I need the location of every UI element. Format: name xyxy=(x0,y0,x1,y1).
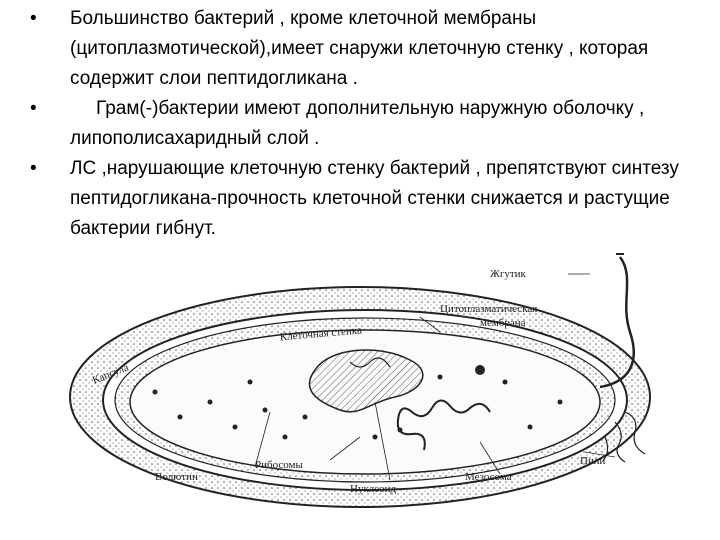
bullet-item-1: • Большинство бактерий , кроме клеточной… xyxy=(28,4,698,94)
bullet-text-1: Большинство бактерий , кроме клеточной м… xyxy=(70,8,649,89)
bullet-text-2: Грам(-)бактерии имеют дополнительную нар… xyxy=(70,98,645,149)
bullet-item-3: • ЛС ,нарушающие клеточную стенку бактер… xyxy=(28,154,698,244)
label-volutin: Волютин xyxy=(155,471,198,483)
label-membrane-1: Цитоплазматическая xyxy=(440,303,537,315)
label-flagellum: Жгутик xyxy=(490,268,527,280)
bullet-dot: • xyxy=(30,98,37,119)
nucleoid-shape xyxy=(308,349,424,413)
mesosome-shape xyxy=(396,399,491,451)
ribosomes-group xyxy=(152,374,563,440)
bacterium-diagram: Жгутик Цитоплазматическая мембрана Клето… xyxy=(69,253,651,508)
pili-group xyxy=(602,411,646,463)
label-pili: Пили xyxy=(580,455,605,467)
flagellum-shape xyxy=(599,256,635,389)
bullet-text-3: ЛС ,нарушающие клеточную стенку бактерий… xyxy=(70,158,679,239)
label-membrane-2: мембрана xyxy=(480,317,526,329)
label-nucleoid: Нуклеоид xyxy=(350,483,397,495)
bullet-item-2: • Грам(-)бактерии имеют дополнительную н… xyxy=(28,94,698,154)
bullet-list: • Большинство бактерий , кроме клеточной… xyxy=(28,4,698,244)
label-ribosomes: Рибосомы xyxy=(255,459,304,471)
bullet-dot: • xyxy=(30,8,37,29)
volutin-shape xyxy=(475,365,485,375)
bullet-dot: • xyxy=(30,158,37,179)
label-mesosome: Мезосома xyxy=(465,471,512,483)
